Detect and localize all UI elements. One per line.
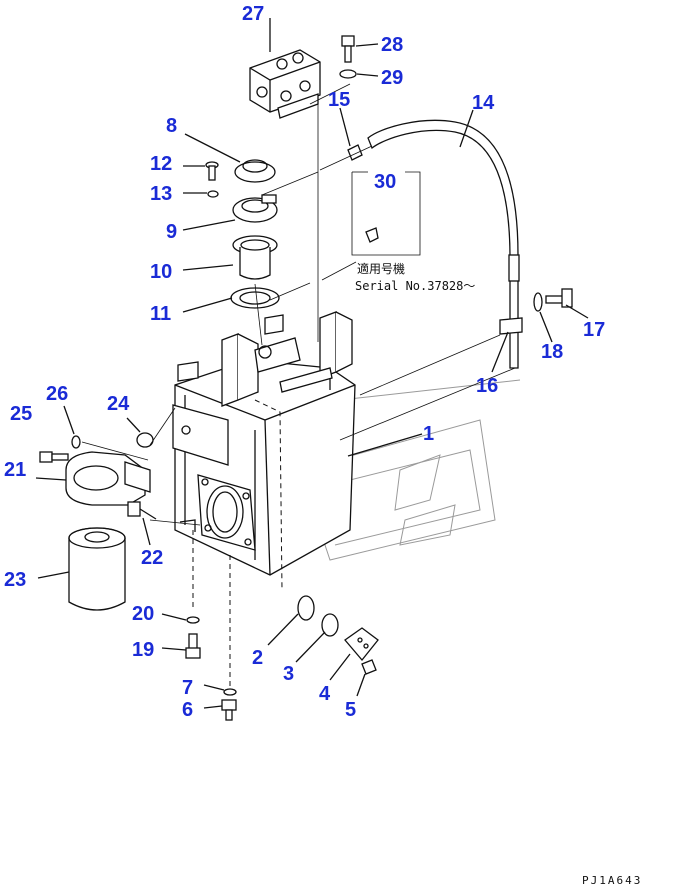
callout-1: 1 xyxy=(423,423,434,445)
washer-26 xyxy=(71,435,81,449)
callout-21: 21 xyxy=(4,459,26,481)
callout-27: 27 xyxy=(242,3,264,25)
callout-18: 18 xyxy=(541,341,563,363)
callout-2: 2 xyxy=(252,647,263,669)
figure-code: PJ1A643 xyxy=(582,874,642,887)
callout-12: 12 xyxy=(150,153,172,175)
serial-note-title: 適用号機 xyxy=(357,261,405,276)
packing-3 xyxy=(321,613,339,637)
valve-block xyxy=(249,49,321,119)
breather-24 xyxy=(136,432,154,448)
callout-30: 30 xyxy=(374,171,396,193)
callout-7: 7 xyxy=(182,677,193,699)
callout-29: 29 xyxy=(381,67,403,89)
washer-20 xyxy=(186,616,200,624)
callout-9: 9 xyxy=(166,221,177,243)
callout-19: 19 xyxy=(132,639,154,661)
filter-cartridge-23 xyxy=(68,527,126,611)
bolt-19 xyxy=(185,633,201,659)
callout-20: 20 xyxy=(132,603,154,625)
hydraulic-tank xyxy=(172,311,356,690)
o-ring-7 xyxy=(223,688,237,696)
cover-4 xyxy=(344,627,379,662)
gasket-11 xyxy=(230,287,280,309)
serial-note-number: Serial No.37828～ xyxy=(355,279,475,293)
callout-24: 24 xyxy=(107,393,130,415)
hose-14 xyxy=(367,119,520,369)
callout-5: 5 xyxy=(345,699,356,721)
callout-10: 10 xyxy=(150,261,172,283)
bolt-25 xyxy=(39,451,69,463)
callout-labels: 27 28 29 15 14 8 12 13 9 30 10 11 17 18 … xyxy=(4,3,605,721)
callout-28: 28 xyxy=(381,34,403,56)
clip-15 xyxy=(347,144,363,161)
callout-25: 25 xyxy=(10,403,32,425)
callout-14: 14 xyxy=(472,92,495,114)
callout-22: 22 xyxy=(141,547,163,569)
callout-6: 6 xyxy=(182,699,193,721)
nut-5 xyxy=(361,659,377,675)
drain-plug-6 xyxy=(221,699,237,721)
callout-13: 13 xyxy=(150,183,172,205)
callout-16: 16 xyxy=(476,375,498,397)
flange-9 xyxy=(232,194,278,223)
bolt-17 xyxy=(545,288,573,308)
callout-8: 8 xyxy=(166,115,177,137)
washer-13 xyxy=(207,190,219,198)
callout-4: 4 xyxy=(319,683,331,705)
filter-head-21 xyxy=(65,451,151,506)
callout-26: 26 xyxy=(46,383,68,405)
washer-18 xyxy=(533,292,543,312)
callout-11: 11 xyxy=(150,303,171,325)
filter-cap-8 xyxy=(234,159,276,183)
callout-23: 23 xyxy=(4,569,26,591)
callout-15: 15 xyxy=(328,89,350,111)
callout-17: 17 xyxy=(583,319,605,341)
sensor-22 xyxy=(127,501,157,520)
screw-12 xyxy=(205,161,219,181)
strainer-10 xyxy=(232,235,278,280)
sight-glass-2 xyxy=(297,595,315,621)
bolt-28 xyxy=(341,35,355,63)
callout-3: 3 xyxy=(283,663,294,685)
leader-lines xyxy=(35,18,589,709)
serial-box xyxy=(351,171,421,256)
clamp-16 xyxy=(499,317,523,335)
washer-29 xyxy=(339,69,357,79)
